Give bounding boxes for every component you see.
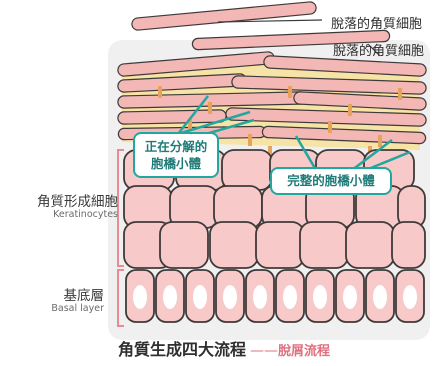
nucleus	[373, 285, 387, 309]
keratinocyte-cell	[300, 222, 348, 268]
nucleus	[163, 285, 177, 309]
corneocyte	[124, 116, 220, 118]
nucleus	[313, 285, 327, 309]
nucleus	[193, 285, 207, 309]
callout-line-1: 正在分解的	[135, 138, 217, 155]
keratinocyte-cell	[210, 222, 258, 268]
keratinocyte-label: 角質形成細胞	[0, 190, 118, 210]
desmosome	[328, 121, 332, 133]
title-main: 角質生成四大流程	[118, 340, 246, 359]
keratinocyte-label-en: Keratinocytes	[0, 209, 118, 220]
desmosome	[208, 102, 212, 114]
desmosome	[288, 86, 292, 98]
nucleus	[253, 285, 267, 309]
corneocyte	[232, 114, 420, 120]
desmosome	[398, 88, 402, 100]
nucleus	[343, 285, 357, 309]
nucleus	[283, 285, 297, 309]
corneocyte	[268, 132, 420, 138]
desmosome	[248, 134, 252, 146]
basal-layer-label: 基底層	[0, 284, 104, 304]
keratinocyte-cell	[222, 150, 272, 190]
corneocyte	[124, 80, 240, 86]
callout-line-2: 胞橋小體	[135, 155, 217, 172]
desmosome	[378, 135, 382, 147]
keratinocyte-cell	[160, 222, 208, 268]
keratinocyte-cell	[256, 222, 304, 268]
flake-label: 脫落的角質細胞	[333, 40, 424, 59]
nucleus	[403, 285, 417, 309]
corneocyte	[238, 82, 420, 88]
basal-layer-label-en: Basal layer	[0, 303, 104, 314]
title-subtitle: 脫屑流程	[278, 344, 330, 359]
diagram-title: 角質生成四大流程——脫屑流程	[0, 336, 448, 360]
desmosome	[348, 104, 352, 116]
degrading-desmosome-callout: 正在分解的 胞橋小體	[133, 132, 219, 178]
keratinocyte-cell	[392, 222, 425, 268]
intact-desmosome-callout: 完整的胞橋小體	[270, 167, 392, 195]
shedding-corneocyte-label: 脫落的角質細胞	[331, 13, 422, 32]
desmosome	[158, 86, 162, 98]
title-dash: ——	[250, 343, 278, 359]
corneocyte	[124, 98, 300, 102]
nucleus	[133, 285, 147, 309]
keratinocyte-cell	[346, 222, 394, 268]
nucleus	[223, 285, 237, 309]
